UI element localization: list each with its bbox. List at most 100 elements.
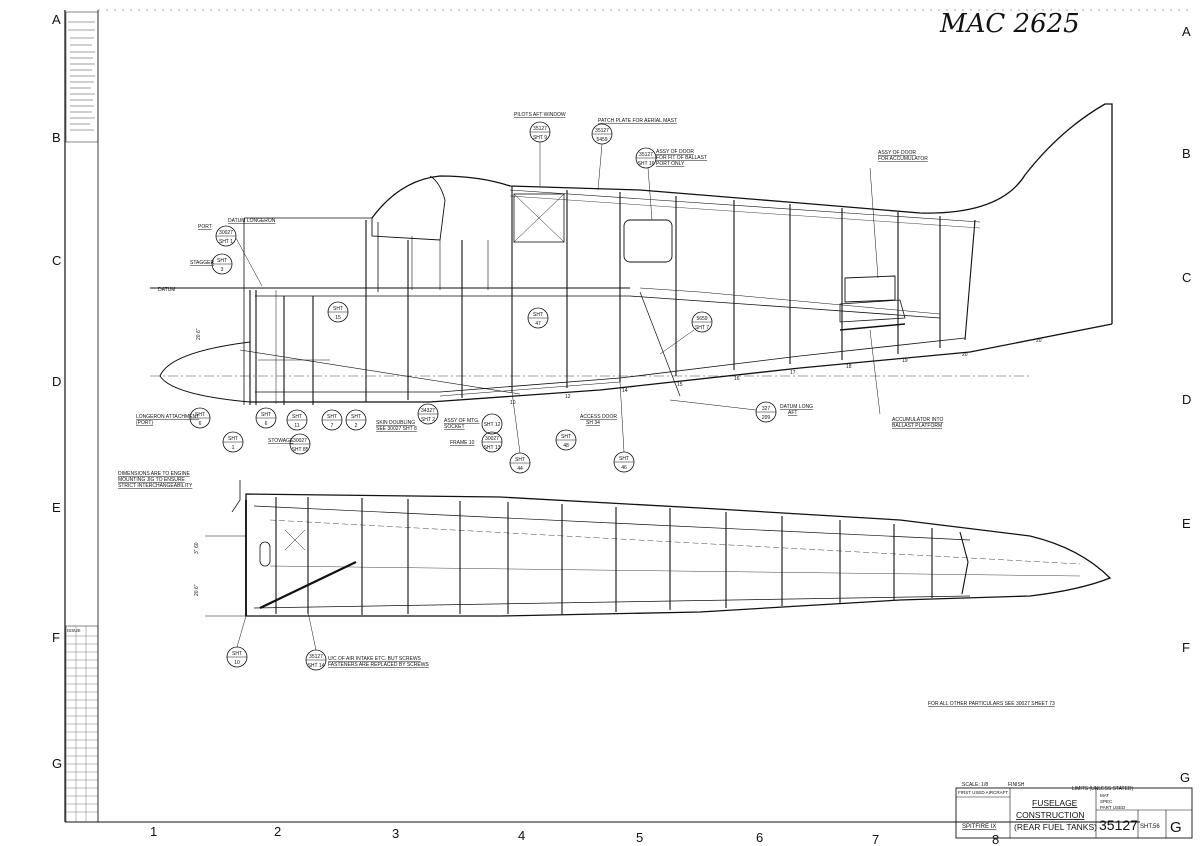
col-number: 2 [274, 824, 281, 839]
longeron-attachment-label-2: (PORT) [136, 420, 153, 426]
plan-view [205, 480, 1112, 617]
finish-label: FINISH [1008, 782, 1025, 788]
svg-text:5659: 5659 [696, 316, 707, 322]
row-letter: F [1182, 640, 1190, 655]
ref-bubble: SHT 12 [481, 413, 503, 435]
frame-number: 20 [1036, 338, 1042, 344]
assy-socket-label-1: ASSY OF MTG. [444, 418, 479, 424]
svg-text:2: 2 [355, 423, 358, 429]
longeron-attachment-label-1: LONGERON ATTACHMENT [136, 414, 199, 420]
title-line-3: (REAR FUEL TANKS) [1014, 822, 1097, 832]
row-letter: G [1180, 770, 1190, 785]
svg-text:SHT: SHT [515, 457, 525, 463]
row-letter: B [1182, 146, 1191, 161]
patch-plate-label: PATCH PLATE FOR AERIAL MAST [598, 118, 677, 124]
dim-plan-2: 20.6" [194, 584, 200, 596]
issue-letter: G [1170, 819, 1182, 836]
col-number: 1 [150, 824, 157, 839]
svg-text:10: 10 [234, 660, 240, 666]
svg-text:30027: 30027 [293, 438, 307, 444]
svg-text:35127: 35127 [595, 128, 609, 134]
accumulator-label-2: BALLAST PLATFORM [892, 423, 942, 429]
mat-label: MAT [1100, 793, 1109, 798]
door-ballast-label-2: FOR FIT OF BALLAST [656, 155, 707, 161]
frame-number: 12 [565, 394, 571, 400]
title-line-2: CONSTRUCTION [1016, 810, 1084, 820]
column-zone-numbers: 1 2 3 4 5 6 7 8 [150, 824, 999, 846]
col-number: 8 [992, 832, 999, 846]
spec-label: SPEC [1100, 799, 1113, 804]
col-number: 7 [872, 832, 879, 846]
access-door-label-2: SH 34 [586, 420, 600, 426]
air-intake-note-2: FASTENERS ARE REPLACED BY SCREWS [328, 662, 429, 668]
annotations: PILOTS AFT WINDOW PATCH PLATE FOR AERIAL… [118, 112, 1055, 707]
frame-number: 15 [677, 382, 683, 388]
svg-text:SHT 85: SHT 85 [292, 447, 309, 453]
air-intake-note-1: U/C OF AIR INTAKE ETC. BUT SCREWS [328, 656, 422, 662]
handwritten-drawing-number: MAC 2625 [939, 9, 1080, 39]
svg-text:SHT: SHT [619, 456, 629, 462]
svg-text:SHT: SHT [217, 258, 227, 264]
svg-text:SHT 2: SHT 2 [421, 417, 435, 423]
first-used-label: FIRST USED AIRCRAFT [958, 790, 1008, 795]
row-letter: C [52, 253, 61, 268]
datum-longeron-label-1: DATUM LONGERON [228, 218, 276, 224]
limits-label: LIMITS (UNLESS STATED) [1072, 786, 1134, 792]
svg-text:35127: 35127 [309, 654, 323, 660]
frame-number: 18 [846, 364, 852, 370]
svg-text:SHT 14: SHT 14 [308, 663, 325, 669]
svg-text:35127: 35127 [639, 152, 653, 158]
bottom-note: FOR ALL OTHER PARTICULARS SEE 30027 SHEE… [928, 701, 1055, 707]
frame-number: 16 [734, 376, 740, 382]
svg-text:SHT 9: SHT 9 [533, 135, 547, 141]
assy-door-label-1: ASSY OF DOOR [878, 150, 916, 156]
svg-text:SHT: SHT [561, 434, 571, 440]
svg-text:34327: 34327 [421, 408, 435, 414]
row-letter: C [1182, 270, 1191, 285]
part-used-label: PART USED [1100, 805, 1126, 810]
svg-text:SHT: SHT [195, 412, 205, 418]
assy-socket-label-2: SOCKET [444, 424, 465, 430]
assy-door-label-2: FOR ACCUMULATOR [878, 156, 928, 162]
stowage-label: STOWAGE [268, 438, 294, 444]
drawing-number: 35127 [1099, 817, 1138, 833]
skin-doubling-label-1: SKIN DOUBLING [376, 420, 415, 426]
ref-bubble: 35127 5459 [591, 123, 613, 191]
svg-text:SHT 1: SHT 1 [219, 239, 233, 245]
col-number: 4 [518, 828, 525, 843]
svg-text:48: 48 [563, 443, 569, 449]
row-letter: D [52, 374, 61, 389]
row-letter: E [1182, 516, 1191, 531]
svg-text:5459: 5459 [596, 137, 607, 143]
svg-text:SHT: SHT [327, 414, 337, 420]
door-ballast-label-1: ASSY OF DOOR [656, 149, 694, 155]
row-letter: A [1182, 24, 1191, 39]
dimensions-note-1: DIMENSIONS ARE TO ENGINE [118, 471, 190, 477]
sheet-number: SHT.56 [1140, 824, 1160, 830]
accumulator-label-1: ACCUMULATOR INTO [892, 417, 944, 423]
svg-text:44: 44 [517, 466, 523, 472]
dim-side: 20.6" [196, 328, 202, 340]
row-zone-letters: A B C D E F G A B C D E F G [52, 12, 1191, 785]
pilots-window-label: PILOTS AFT WINDOW [514, 112, 566, 118]
col-number: 5 [636, 830, 643, 845]
dim-plan-1: 3" 60 [194, 542, 200, 554]
dimensions-note-2: MOUNTING JIG TO ENSURE [118, 477, 185, 483]
row-letter: G [52, 756, 62, 771]
svg-text:6: 6 [265, 421, 268, 427]
